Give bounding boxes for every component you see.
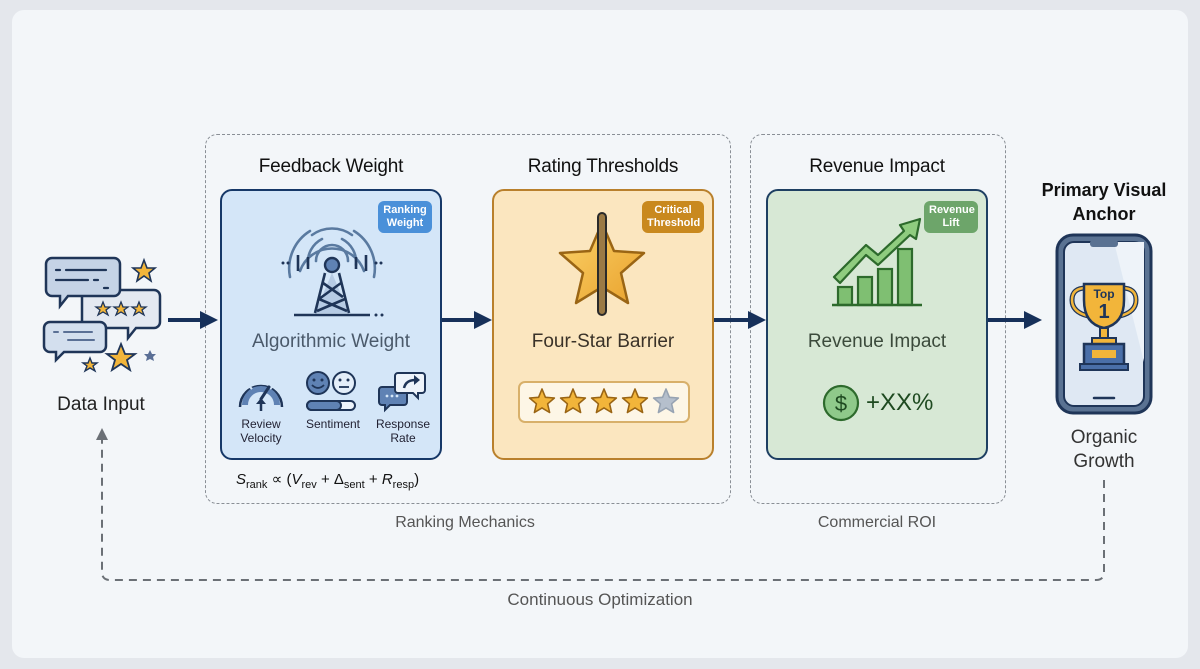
revenue-lift-value: +XX% xyxy=(866,389,934,416)
data-input-node: Data Input xyxy=(38,250,168,420)
stage-card-thresholds: Critical Threshold Four-Star Barrier xyxy=(492,189,714,460)
star-empty-icon xyxy=(652,388,680,414)
metric-sentiment: Sentiment xyxy=(305,417,361,431)
output-label: Organic Growth xyxy=(1070,427,1138,472)
trophy-text-rank: 1 xyxy=(1098,301,1109,323)
arrow-revenue-to-output xyxy=(988,311,1042,329)
formula-term-velocity-sub: rev xyxy=(301,479,317,491)
svg-text:$: $ xyxy=(835,391,847,416)
review-bubbles-with-stars-icon xyxy=(42,256,162,373)
reply-bubble-icon xyxy=(378,372,426,413)
arrow-input-to-feedback xyxy=(168,311,218,329)
star-filled-icon xyxy=(528,388,556,414)
continuous-optimization-loop xyxy=(96,428,1105,581)
phone-trophy-icon: Top 1 xyxy=(1055,233,1153,415)
output-title: Primary Visual Anchor xyxy=(1041,180,1167,224)
speedometer-icon xyxy=(238,377,284,411)
formula-lhs: S xyxy=(236,471,247,488)
metric-response-rate: Response Rate xyxy=(375,417,431,445)
badge-critical-threshold: Critical Threshold xyxy=(642,201,704,233)
sentiment-faces-icon xyxy=(306,371,356,411)
stage-label-thresholds: Four-Star Barrier xyxy=(531,331,675,352)
badge-revenue-lift: Revenue Lift xyxy=(924,201,978,233)
stage-card-revenue: Revenue Lift Revenue Impact $ +XX% xyxy=(766,189,988,460)
stage-label-revenue: Revenue Impact xyxy=(807,331,947,352)
badge-ranking-weight: Ranking Weight xyxy=(378,201,432,233)
formula-lhs-sub: rank xyxy=(246,479,268,491)
ranking-formula: Srank ∝ (Vrev + Δsent + Rresp) xyxy=(236,471,420,491)
trophy-text-top: Top xyxy=(1093,287,1114,301)
arrow-feedback-to-thresholds xyxy=(442,311,492,329)
formula-term-sentiment: Δ xyxy=(333,471,344,488)
star-with-barrier-icon xyxy=(558,212,646,316)
group-ranking-label: Ranking Mechanics xyxy=(395,514,535,531)
formula-term-response: R xyxy=(381,471,393,488)
star-filled-icon xyxy=(621,388,649,414)
formula-term-velocity: V xyxy=(291,471,302,488)
stage-title-thresholds: Rating Thresholds xyxy=(527,156,679,177)
growth-chart-icon xyxy=(832,217,922,307)
arrow-thresholds-to-revenue xyxy=(712,311,766,329)
data-input-label: Data Input xyxy=(57,394,145,415)
loop-label: Continuous Optimization xyxy=(507,590,693,609)
stage-title-feedback: Feedback Weight xyxy=(258,156,404,177)
star-rating-widget xyxy=(518,381,690,423)
signal-tower-icon xyxy=(281,227,384,317)
stage-card-feedback: Ranking Weight Algorithmic Weight xyxy=(220,189,442,460)
stage-title-revenue: Revenue Impact xyxy=(809,156,945,177)
stage-label-feedback: Algorithmic Weight xyxy=(251,331,411,352)
group-commercial-label: Commercial ROI xyxy=(817,514,937,531)
star-filled-icon xyxy=(559,388,587,414)
formula-proportional: ∝ xyxy=(271,471,283,488)
formula-term-sentiment-sub: sent xyxy=(343,479,365,491)
rating-stars xyxy=(528,388,680,414)
dollar-coin-icon: $ xyxy=(822,384,860,422)
star-filled-icon xyxy=(590,388,618,414)
metric-review-velocity: Review Velocity xyxy=(240,417,282,445)
formula-term-response-sub: resp xyxy=(392,479,415,491)
